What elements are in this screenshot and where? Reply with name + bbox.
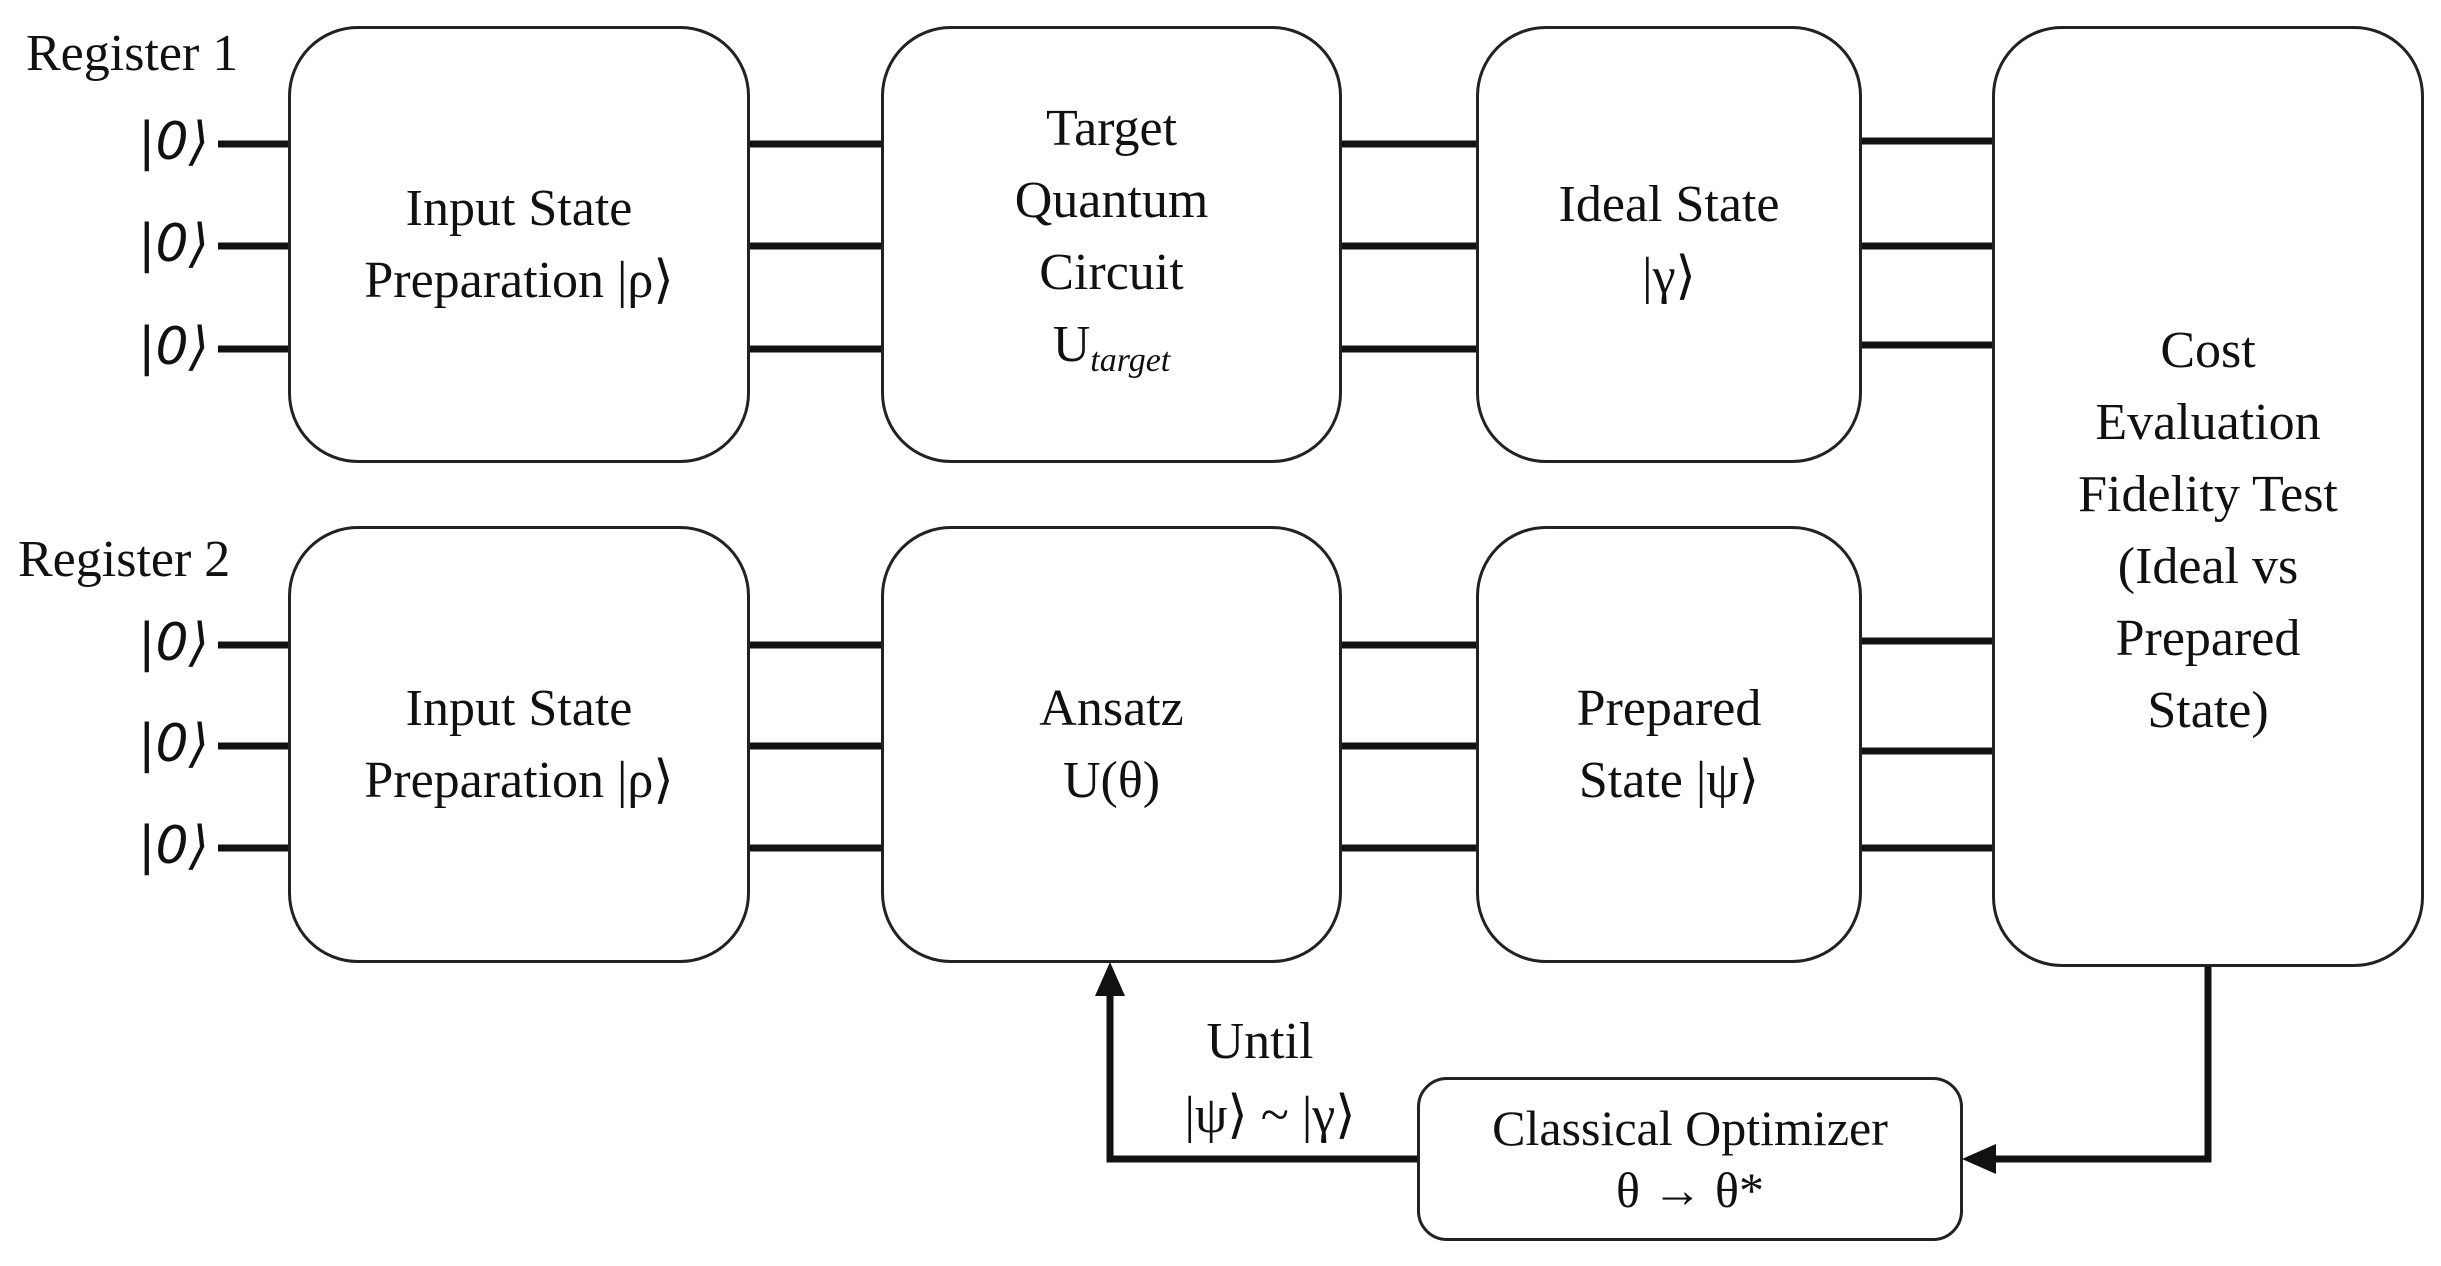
r1-input-state-preparation-box: Input State Preparation |ρ⟩	[288, 26, 750, 463]
prepared-line-2: State |ψ⟩	[1578, 751, 1760, 809]
cost-line-1: Cost	[2160, 322, 2256, 379]
r2-ket-1: |0⟩	[138, 613, 209, 673]
cost-line-5: Prepared	[2115, 610, 2301, 667]
arrow-cost-to-optimizer	[1990, 965, 2212, 1163]
arrowhead-optimizer	[1962, 1144, 1996, 1174]
ideal-line-2: |γ⟩	[1642, 248, 1696, 305]
ansatz-box: Ansatz U(θ)	[881, 526, 1342, 963]
r2-ket-2: |0⟩	[138, 714, 209, 774]
r2-ket-3: |0⟩	[138, 816, 209, 876]
r1-ket-1: |0⟩	[138, 112, 209, 172]
prepared-state-box: Prepared State |ψ⟩	[1476, 526, 1862, 963]
ideal-line-1: Ideal State	[1558, 176, 1780, 233]
optimizer-line-1: Classical Optimizer	[1492, 1100, 1888, 1156]
prepared-line-1: Prepared	[1576, 679, 1762, 737]
cost-line-4: (Ideal vs	[2117, 538, 2299, 595]
r1-ket-2: |0⟩	[138, 214, 209, 274]
r1-prep-line-1: Input State	[405, 179, 633, 237]
optimizer-line-2: θ → θ*	[1616, 1162, 1764, 1218]
ideal-state-box: Ideal State |γ⟩	[1476, 26, 1862, 463]
register-1-label: Register 1	[26, 25, 239, 82]
cost-line-3: Fidelity Test	[2078, 466, 2338, 523]
target-unitary-symbol: Utarget	[1052, 315, 1171, 379]
classical-optimizer-box: Classical Optimizer θ → θ*	[1417, 1077, 1963, 1241]
target-quantum-circuit-box: Target Quantum Circuit Utarget	[881, 26, 1342, 463]
r2-prep-line-2: Preparation |ρ⟩	[364, 751, 674, 809]
cost-line-2: Evaluation	[2095, 394, 2321, 451]
cost-evaluation-box: Cost Evaluation Fidelity Test (Ideal vs …	[1992, 26, 2424, 967]
ansatz-line-2: U(θ)	[1062, 751, 1161, 809]
r1-ket-3: |0⟩	[138, 317, 209, 377]
r1-prep-line-2: Preparation |ρ⟩	[364, 251, 674, 309]
ansatz-line-1: Ansatz	[1039, 679, 1184, 737]
loop-label-until: Until	[1206, 1013, 1314, 1070]
loop-label-condition: |ψ⟩ ~ |γ⟩	[1184, 1087, 1356, 1144]
r2-input-state-preparation-box: Input State Preparation |ρ⟩	[288, 526, 750, 963]
arrowhead-ansatz	[1095, 962, 1125, 996]
target-line-2: Quantum	[1014, 171, 1209, 229]
r2-prep-line-1: Input State	[405, 679, 633, 737]
cost-line-6: State)	[2147, 682, 2269, 739]
arrow-optimizer-to-ansatz	[1106, 990, 1417, 1163]
register-2-label: Register 2	[18, 531, 231, 588]
target-line-1: Target	[1045, 99, 1178, 157]
target-line-3: Circuit	[1039, 243, 1184, 301]
